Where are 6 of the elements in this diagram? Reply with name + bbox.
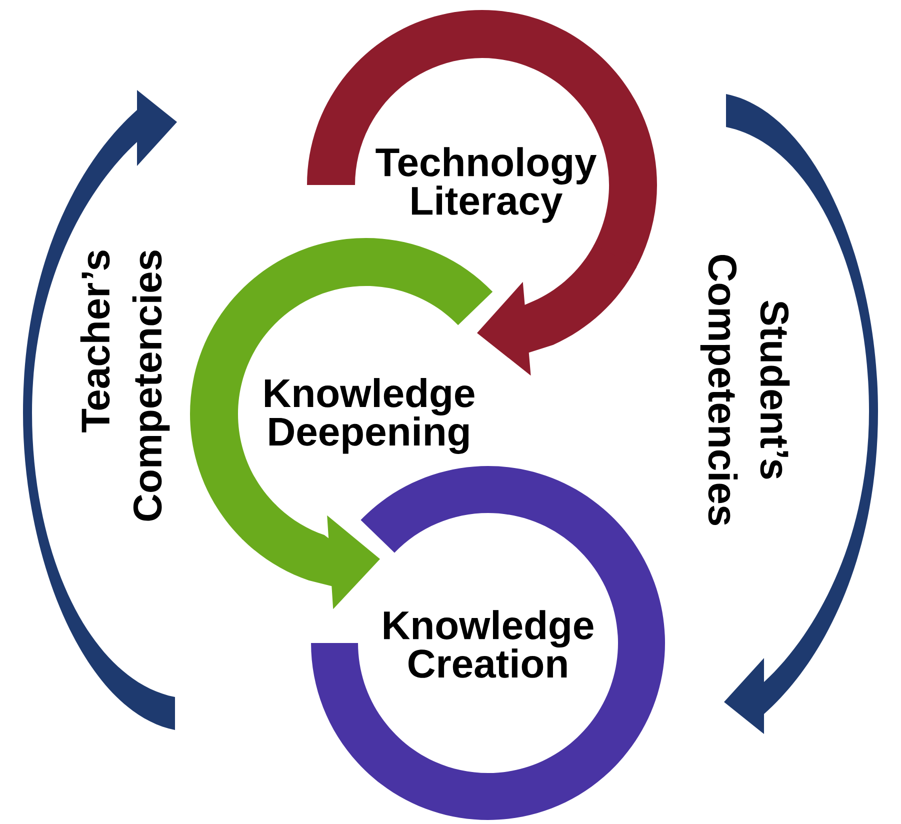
arrow bbox=[477, 244, 637, 376]
ring: Technology Literacy bbox=[307, 10, 657, 268]
ring: Knowledge Deepening bbox=[190, 238, 493, 540]
ring: Knowledge Creation bbox=[311, 466, 665, 820]
arrow bbox=[242, 504, 380, 610]
rotated-label: Student’s Competencies bbox=[700, 254, 790, 526]
